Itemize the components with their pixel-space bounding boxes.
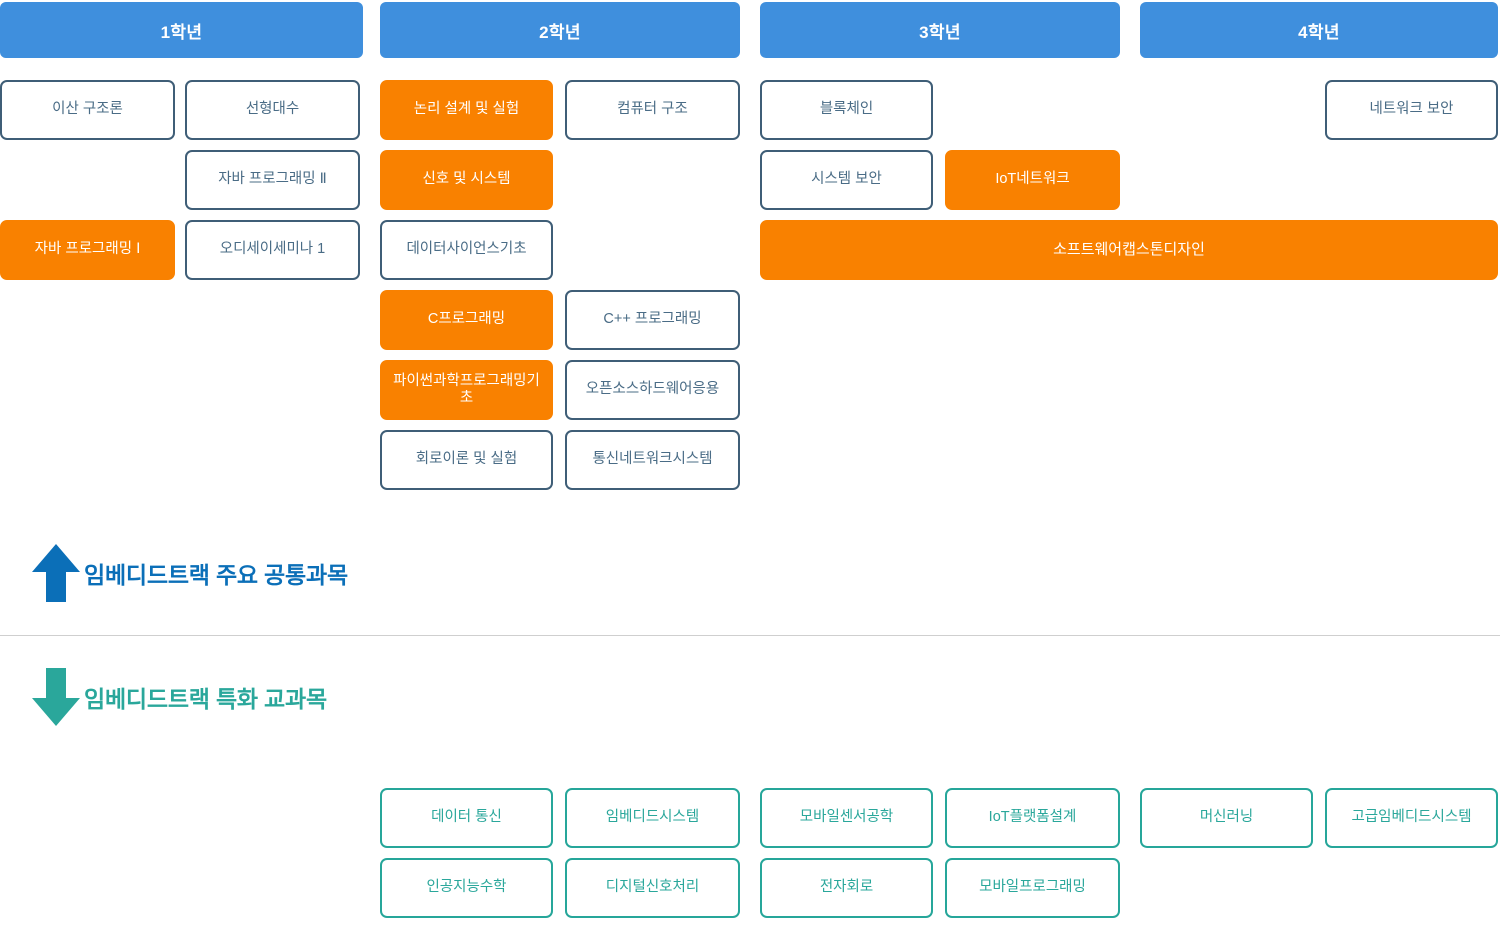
arrow-down-icon	[28, 662, 84, 732]
track-course-box[interactable]: 고급임베디드시스템	[1325, 788, 1498, 848]
arrow-up-icon	[28, 538, 84, 608]
legend-common-label: 임베디드트랙 주요 공통과목	[84, 562, 348, 588]
course-box[interactable]: 자바 프로그래밍 Ⅰ	[0, 220, 175, 280]
course-box[interactable]: 파이썬과학프로그래밍기초	[380, 360, 553, 420]
course-box[interactable]: 자바 프로그래밍 Ⅱ	[185, 150, 360, 210]
course-box[interactable]: 네트워크 보안	[1325, 80, 1498, 140]
year-header-4: 4학년	[1140, 2, 1498, 58]
year-header-2: 2학년	[380, 2, 740, 58]
track-course-box[interactable]: 모바일센서공학	[760, 788, 933, 848]
course-box[interactable]: 선형대수	[185, 80, 360, 140]
course-box[interactable]: C++ 프로그래밍	[565, 290, 740, 350]
course-box[interactable]: 블록체인	[760, 80, 933, 140]
legend-track-courses: 임베디드트랙 특화 교과목	[28, 662, 327, 732]
course-box[interactable]: IoT네트워크	[945, 150, 1120, 210]
course-box[interactable]: 논리 설계 및 실험	[380, 80, 553, 140]
course-box[interactable]: 시스템 보안	[760, 150, 933, 210]
course-box[interactable]: 회로이론 및 실험	[380, 430, 553, 490]
track-course-box[interactable]: 데이터 통신	[380, 788, 553, 848]
track-course-box[interactable]: 머신러닝	[1140, 788, 1313, 848]
course-box[interactable]: 오픈소스하드웨어응용	[565, 360, 740, 420]
course-box[interactable]: 신호 및 시스템	[380, 150, 553, 210]
course-box[interactable]: 소프트웨어캡스톤디자인	[760, 220, 1498, 280]
track-course-box[interactable]: 임베디드시스템	[565, 788, 740, 848]
course-box[interactable]: 컴퓨터 구조	[565, 80, 740, 140]
track-course-box[interactable]: 전자회로	[760, 858, 933, 918]
track-course-box[interactable]: IoT플랫폼설계	[945, 788, 1120, 848]
legend-common-courses: 임베디드트랙 주요 공통과목	[28, 538, 348, 608]
course-box[interactable]: 통신네트워크시스템	[565, 430, 740, 490]
course-box[interactable]: 오디세이세미나 1	[185, 220, 360, 280]
legend-track-label: 임베디드트랙 특화 교과목	[84, 686, 327, 712]
track-course-box[interactable]: 모바일프로그래밍	[945, 858, 1120, 918]
track-course-box[interactable]: 디지털신호처리	[565, 858, 740, 918]
year-header-1: 1학년	[0, 2, 363, 58]
course-box[interactable]: 이산 구조론	[0, 80, 175, 140]
track-course-box[interactable]: 인공지능수학	[380, 858, 553, 918]
course-box[interactable]: 데이터사이언스기초	[380, 220, 553, 280]
section-divider	[0, 635, 1500, 636]
year-header-3: 3학년	[760, 2, 1120, 58]
course-box[interactable]: C프로그래밍	[380, 290, 553, 350]
